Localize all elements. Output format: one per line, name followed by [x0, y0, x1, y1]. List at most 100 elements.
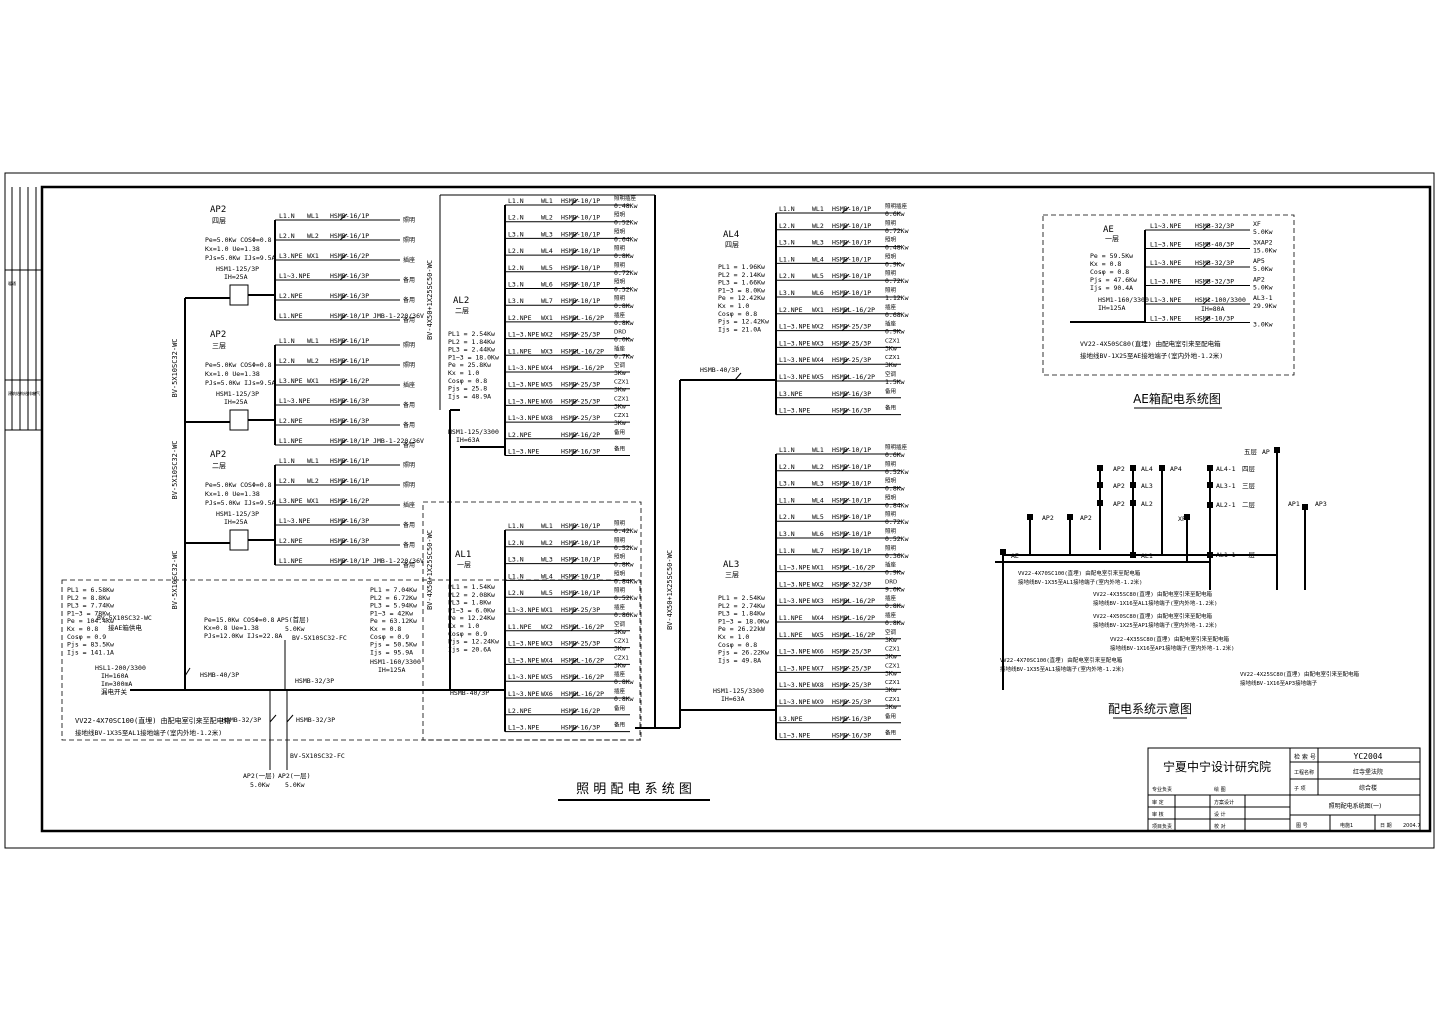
al4-row-use: 照明	[885, 220, 897, 227]
breaker-contact	[841, 548, 850, 556]
breaker-contact	[570, 248, 579, 256]
al3-name: AL3	[723, 560, 739, 570]
al3-row-breaker: HSMB-25/3P	[832, 698, 871, 706]
al3-row-phase: L3.NPE	[779, 715, 803, 723]
al2-row-load: 3Kw	[614, 369, 626, 377]
breaker-contact	[841, 341, 850, 348]
breaker-contact	[570, 415, 579, 423]
al1-row-use: 照明	[614, 537, 626, 544]
title-block-signature-rows: 审 定方案设计审 核设 计项目负责校 对专业负责绘 图	[1152, 786, 1234, 830]
al1-row-phase: L1~3.NPE	[508, 606, 539, 614]
ap2-row-circuit: WL2	[307, 232, 319, 240]
riser-al1-1: AL1-1	[1216, 551, 1236, 559]
al1-row-circuit: WL1	[541, 522, 553, 530]
ap5-switch: HSMB-32/3P	[295, 677, 334, 685]
al4-row-breaker: HSMB-25/3P	[832, 323, 871, 331]
riser-cable-note: VV22-4X35SC80(直埋) 由配电室引来至配电箱	[1093, 590, 1212, 598]
breaker-contact	[841, 514, 850, 522]
riser-box	[1000, 549, 1006, 555]
al3-row-use: 备用	[885, 729, 896, 737]
ap2-row-use: 照明	[403, 362, 415, 369]
al3-row-load: 3Kw	[885, 636, 897, 644]
al1-row-load: 0.8Kw	[614, 695, 634, 703]
ae-row-dest: 3XAP2	[1253, 239, 1273, 247]
al4-row-phase: L1~3.NPE	[779, 356, 810, 364]
al2-row-use: 照明	[614, 279, 626, 286]
al3-row-use: CZX1	[885, 697, 900, 703]
breaker-contact	[841, 257, 850, 264]
tb-role: 专业负责	[1152, 786, 1172, 793]
al1-row-circuit: WX1	[541, 606, 553, 614]
ap5-load: 5.0Kw	[285, 625, 305, 633]
al4-row-load: 1.5Kw	[885, 378, 905, 386]
riser-incomer-ground: 接地线BV-1X35至AL1接地端子(室内外地-1.2米)	[1000, 665, 1124, 673]
al3-row-phase: L1.NPE	[779, 631, 803, 639]
al1-row-phase: L3.N	[508, 556, 524, 564]
al2-row-load: 0.48Kw	[614, 202, 638, 210]
al1-row-phase: L2.N	[508, 589, 524, 597]
breaker-contact	[841, 374, 850, 382]
al2-row-breaker: HSMB-10/1P	[561, 264, 600, 272]
al2-row-phase: L3.N	[508, 281, 524, 289]
breaker-contact	[1202, 223, 1211, 231]
ap2-param: Kx=1.0 Ue=1.38	[205, 370, 260, 378]
breaker-contact	[339, 518, 348, 526]
ap2-row-phase: L1.N	[279, 457, 295, 465]
al2-row-phase: L1~3.NPE	[508, 397, 539, 405]
riser-cable: BV-4X50+1X25SC50-WC	[666, 550, 674, 630]
ap2-row-breaker: HSMB-16/3P	[330, 537, 369, 545]
riser-incomer-cable: VV22-4X70SC100(直埋) 由配电室引来至配电箱	[1000, 656, 1123, 664]
al3-row-phase: L1.N	[779, 446, 795, 454]
ap2-row-phase: L2.NPE	[279, 537, 303, 545]
riser-box	[1130, 465, 1136, 471]
breaker-contact	[841, 649, 850, 656]
breaker-contact	[841, 615, 850, 623]
al2-row-use: CZX1	[614, 413, 629, 419]
breaker-contact	[841, 582, 850, 589]
al1-row-load: 0.52Kw	[614, 544, 638, 552]
al4-row-use: 照明	[885, 237, 897, 244]
al2-row-load: 0.8Kw	[614, 252, 634, 260]
al2-row-breaker: HSMB-10/1P	[561, 297, 600, 305]
al2-row-phase: L2.N	[508, 214, 524, 222]
breaker-contact	[1202, 242, 1211, 249]
al1-param: Cosφ = 0.9	[448, 630, 487, 638]
al3-row-breaker: HSMB-32/3P	[832, 580, 871, 588]
al4-row-phase: L1~3.NPE	[779, 339, 810, 347]
breaker-contact	[339, 338, 348, 346]
al4-row-breaker: HSMB-10/1P	[832, 222, 871, 230]
tb-role: 项目负责	[1152, 823, 1172, 830]
ap2-row-use: 备用	[403, 401, 415, 409]
al2-row-breaker: HSMBL-16/2P	[561, 347, 604, 355]
ae-cable: VV22-4X50SC80(直埋) 由配电室引来至配电箱	[1080, 339, 1221, 348]
ap2-first-load-2: 5.0Kw	[285, 781, 305, 789]
al1-row-breaker: HSMB-25/3P	[561, 640, 600, 648]
al1-summary-param: Ijs = 95.9A	[370, 648, 413, 656]
al3-row-phase: L1.N	[779, 496, 795, 504]
ae-row-breaker: HSM1-100/3300	[1195, 296, 1246, 304]
al3-row-load: 3Kw	[885, 686, 897, 694]
al4-row-circuit: WL6	[812, 289, 824, 297]
feeder-cable-label-1: BV-5X10SC32-WC	[171, 338, 179, 397]
al3-row-circuit: WX8	[812, 681, 824, 689]
al4-param: Pe = 12.42Kw	[718, 294, 765, 302]
ap2-main-breaker-symbol	[229, 284, 249, 306]
al3-row-phase: L1~3.NPE	[779, 732, 810, 740]
ap2-main-rating: IH=25A	[224, 273, 248, 281]
riser-cable-note: VV22-4X70SC100(直埋) 由配电室引来至配电箱	[1018, 569, 1141, 577]
ap2-first-floor-feeds: HSMB-32/3P HSMB-32/3P BV-5X10SC32-FC AP2…	[222, 690, 345, 789]
al3-row-use: 插座	[885, 611, 897, 619]
ap2-row-breaker: HSMB-10/1P JMB-1-220/36V	[330, 557, 424, 565]
ae-row-phase: L1~3.NPE	[1150, 315, 1181, 323]
al1-row-breaker: HSMBL-16/2P	[561, 623, 604, 631]
incomer-param: PL1 = 6.58Kw	[67, 586, 114, 594]
al2-row-breaker: HSMB-25/3P	[561, 381, 600, 389]
tb-role-2: 设 计	[1214, 811, 1226, 818]
al4-param: PL3 = 1.66Kw	[718, 279, 765, 287]
breaker-contact	[570, 399, 579, 406]
breaker-contact	[339, 293, 348, 301]
al4-floor: 四层	[725, 241, 739, 249]
ae-row-phase: L1~3.NPE	[1150, 241, 1181, 249]
